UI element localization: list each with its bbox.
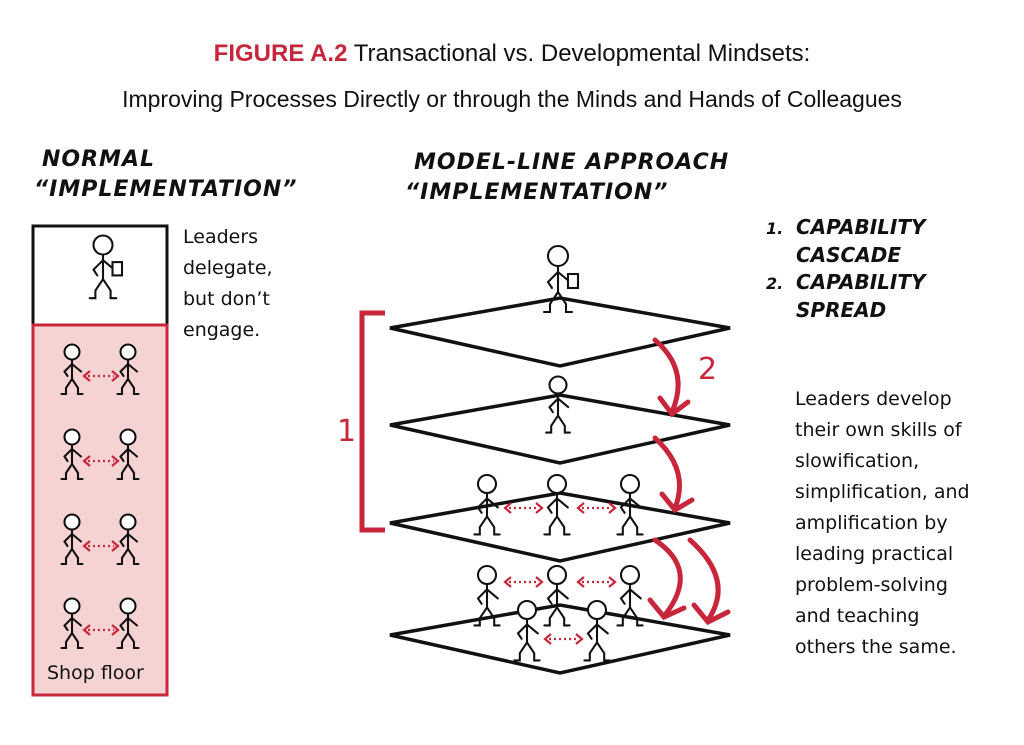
shop-floor-box <box>31 323 169 697</box>
figure-title-text: Transactional vs. Developmental Mindsets… <box>353 40 811 67</box>
two-way-dotted-arrow-icon <box>543 633 584 645</box>
bracket-label: 1 <box>337 414 357 449</box>
two-way-dotted-arrow-icon <box>82 370 120 382</box>
description-line: and teaching <box>795 605 920 627</box>
description-line: slowification, <box>795 450 920 472</box>
two-way-dotted-arrow-icon <box>576 502 617 514</box>
description-line: amplification by <box>795 512 948 534</box>
middle-heading-2: “IMPLEMENTATION” <box>405 180 669 205</box>
stick-figure-icon <box>88 234 124 300</box>
two-way-dotted-arrow-icon <box>82 540 120 552</box>
description-line: Leaders develop <box>795 388 952 410</box>
capability-spread-arrow <box>652 435 682 511</box>
left-heading-1: NORMAL <box>42 147 155 172</box>
description-line: leading practical <box>795 543 954 565</box>
stick-figure-icon <box>473 473 501 536</box>
middle-heading-1: MODEL-LINE APPROACH <box>414 150 730 175</box>
stick-figure-icon <box>545 375 571 434</box>
note-line: engage. <box>183 319 261 341</box>
capability-list: 1.CAPABILITY CASCADE 2.CAPABILITY SPREAD <box>766 214 925 324</box>
description: Leaders develop their own skills of slow… <box>795 384 970 663</box>
two-way-dotted-arrow-icon <box>503 502 544 514</box>
floor-level-diamond <box>389 393 731 465</box>
capability-spread-arrow <box>652 537 683 618</box>
stick-figure-icon <box>616 564 644 627</box>
two-way-dotted-arrow-icon <box>503 576 544 588</box>
figure-title: FIGURE A.2 Transactional vs. Development… <box>0 40 1024 68</box>
floor-level-diamond <box>389 296 731 368</box>
figure-label: FIGURE A.2 <box>213 40 348 67</box>
list-item: 1.CAPABILITY <box>766 215 926 239</box>
description-line: others the same. <box>795 636 957 658</box>
figure-subtitle: Improving Processes Directly or through … <box>122 86 902 112</box>
capability-cascade-bracket <box>359 310 385 533</box>
note-line: Leaders <box>183 226 259 248</box>
stick-figure-icon <box>116 343 140 396</box>
stick-figure-icon <box>60 597 84 650</box>
stick-figure-icon <box>543 473 571 536</box>
stick-figure-icon <box>60 428 84 481</box>
stick-figure-icon <box>513 599 541 662</box>
stick-figure-icon <box>116 597 140 650</box>
left-note: Leaders delegate, but don’t engage. <box>183 222 273 346</box>
arrow-head-icon <box>659 491 695 514</box>
two-way-dotted-arrow-icon <box>82 455 120 467</box>
arrow-head-icon <box>691 602 731 626</box>
arrow-head-icon <box>647 597 687 621</box>
stick-figure-icon <box>60 513 84 566</box>
stick-figure-icon <box>543 564 571 627</box>
note-line: delegate, <box>183 257 273 279</box>
left-heading-2: “IMPLEMENTATION” <box>34 177 298 202</box>
description-line: their own skills of <box>795 419 962 441</box>
list-item: 2.CAPABILITY <box>766 270 926 294</box>
note-line: but don’t <box>183 288 270 310</box>
stick-figure-icon <box>116 513 140 566</box>
shop-floor-label: Shop floor <box>47 662 144 684</box>
stick-figure-icon <box>542 244 580 314</box>
description-line: simplification, and <box>795 481 970 503</box>
stick-figure-icon <box>116 428 140 481</box>
arrow-head-icon <box>657 395 691 418</box>
floor-level-diamond <box>389 491 731 563</box>
capability-spread-arrow <box>652 337 681 415</box>
two-way-dotted-arrow-icon <box>82 624 120 636</box>
two-way-dotted-arrow-icon <box>576 576 617 588</box>
capability-spread-arrow <box>687 537 721 623</box>
description-line: problem-solving <box>795 574 948 596</box>
stick-figure-icon <box>60 343 84 396</box>
arrow-label: 2 <box>698 352 718 387</box>
list-item: SPREAD <box>796 298 887 322</box>
stick-figure-icon <box>616 473 644 536</box>
stick-figure-icon <box>583 599 611 662</box>
stick-figure-icon <box>473 564 501 627</box>
list-item: CASCADE <box>796 243 901 267</box>
